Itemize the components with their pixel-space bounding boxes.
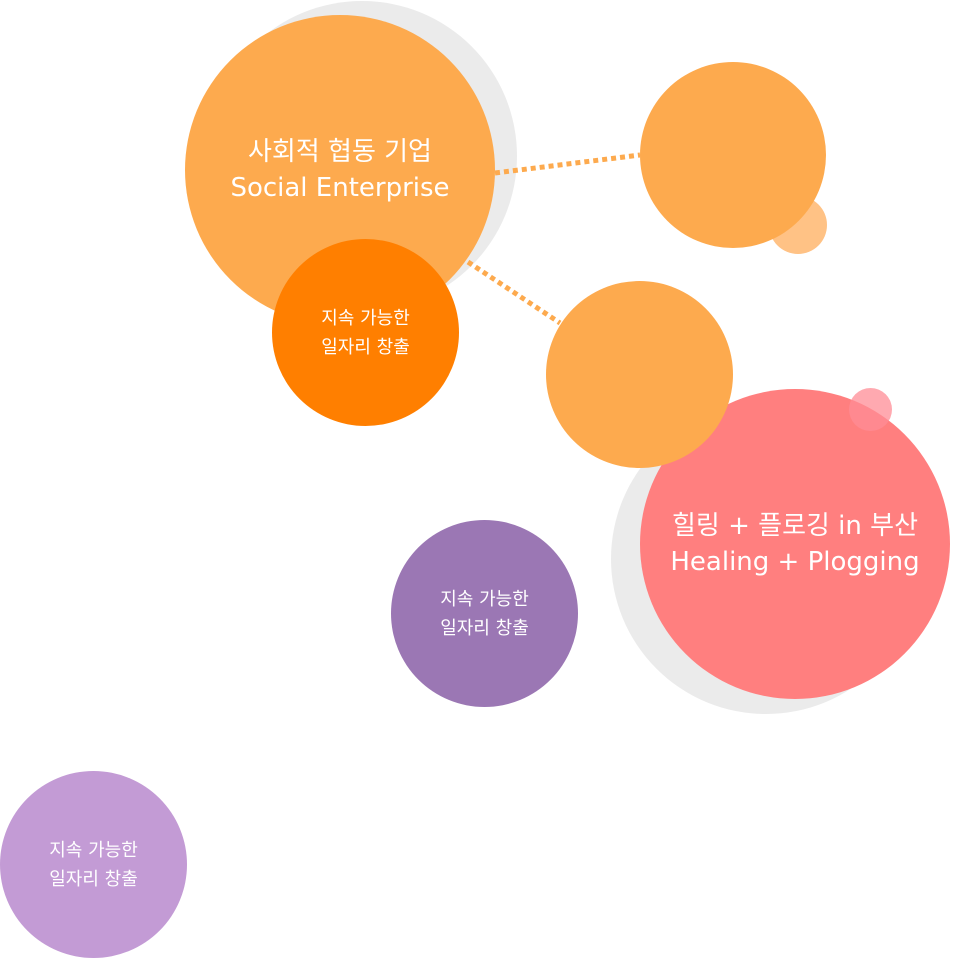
small-pink-dot [849,388,892,431]
jobs-purple-line2: 일자리 창출 [440,617,529,639]
jobs-lavender-line2: 일자리 창출 [49,868,138,890]
jobs-bubble-orange: 지속 가능한 일자리 창출 [272,239,459,426]
jobs-bubble-lavender: 지속 가능한 일자리 창출 [0,771,187,958]
jobs-bubble-purple: 지속 가능한 일자리 창출 [391,520,578,707]
social-enterprise-english: Social Enterprise [230,173,450,203]
jobs-orange-line1: 지속 가능한 [321,307,410,329]
jobs-orange-line2: 일자리 창출 [321,336,410,358]
connector-middle [466,259,562,326]
jobs-lavender-line1: 지속 가능한 [49,839,138,861]
social-enterprise-korean: 사회적 협동 기업 [248,137,432,167]
orange-bubble-top-right [640,62,826,248]
jobs-purple-line1: 지속 가능한 [440,588,529,610]
healing-plogging-korean: 힐링 + 플로깅 in 부산 [672,511,918,541]
healing-plogging-bubble: 힐링 + 플로깅 in 부산 Healing + Plogging [640,389,950,699]
orange-bubble-middle [546,281,733,468]
healing-plogging-english: Healing + Plogging [670,547,920,577]
